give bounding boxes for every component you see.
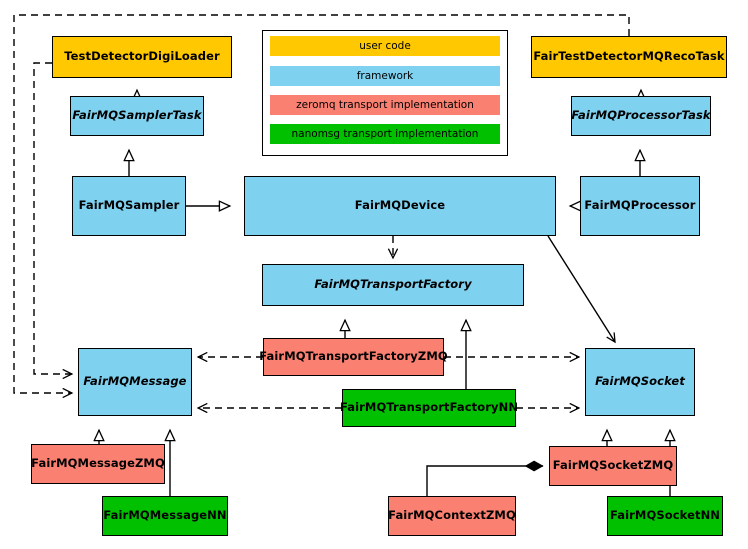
legend-label-zeromq: zeromq transport implementation [296, 99, 474, 111]
class-node-label: FairMQDevice [354, 198, 446, 213]
class-node-label: FairMQContextZMQ [388, 508, 516, 523]
class-node-TestDetectorDigiLoader[interactable]: TestDetectorDigiLoader [52, 36, 232, 78]
class-node-FairMQTransportFactoryNN[interactable]: FairMQTransportFactoryNN [339, 389, 519, 427]
class-node-label: FairMQMessageZMQ [31, 456, 165, 471]
class-node-label: FairMQTransportFactoryZMQ [259, 349, 448, 364]
legend-item-user-code: user code [270, 36, 500, 56]
class-node-label: FairMQSampler [78, 198, 180, 213]
class-node-FairMQMessageZMQ[interactable]: FairMQMessageZMQ [31, 444, 165, 484]
legend-label-user-code: user code [359, 40, 411, 52]
class-node-FairMQSocketZMQ[interactable]: FairMQSocketZMQ [549, 446, 677, 486]
class-node-label: FairMQTransportFactoryNN [339, 400, 519, 415]
legend-item-nanomsg: nanomsg transport implementation [270, 124, 500, 144]
class-node-FairMQDevice[interactable]: FairMQDevice [244, 176, 556, 236]
legend-item-framework: framework [270, 66, 500, 86]
legend-item-zeromq: zeromq transport implementation [270, 95, 500, 115]
legend-label-framework: framework [356, 70, 414, 82]
edge-digiloader-to-message [33, 62, 74, 380]
class-node-label: FairMQSocketZMQ [552, 458, 674, 473]
class-node-FairTestDetectorMQRecoTask[interactable]: FairTestDetectorMQRecoTask [531, 36, 727, 78]
class-node-FairMQMessageNN[interactable]: FairMQMessageNN [102, 496, 228, 536]
class-node-FairMQContextZMQ[interactable]: FairMQContextZMQ [388, 496, 516, 536]
class-node-label: FairMQSocket [595, 374, 685, 389]
class-node-FairMQTransportFactory[interactable]: FairMQTransportFactory [262, 264, 524, 306]
class-node-label: FairMQProcessor [584, 198, 696, 213]
class-node-label: FairMQSamplerTask [72, 108, 202, 123]
class-node-label: FairMQTransportFactory [314, 277, 472, 292]
class-node-label: FairMQMessageNN [103, 508, 227, 523]
edge-recotask-to-message [13, 14, 630, 399]
legend-label-nanomsg: nanomsg transport implementation [291, 128, 479, 140]
class-node-FairMQProcessorTask[interactable]: FairMQProcessorTask [571, 96, 711, 136]
class-node-label: FairTestDetectorMQRecoTask [533, 49, 725, 64]
class-node-label: FairMQProcessorTask [571, 108, 711, 123]
class-node-label: TestDetectorDigiLoader [64, 49, 220, 64]
class-node-FairMQSocket[interactable]: FairMQSocket [585, 348, 695, 416]
class-node-label: FairMQSocketNN [609, 508, 721, 523]
class-node-FairMQMessage[interactable]: FairMQMessage [78, 348, 192, 416]
class-node-FairMQProcessor[interactable]: FairMQProcessor [580, 176, 700, 236]
edge-socketzmq-composes-contextzmq [426, 466, 543, 496]
edge-device-to-socket [547, 235, 615, 342]
class-node-FairMQSamplerTask[interactable]: FairMQSamplerTask [70, 96, 204, 136]
class-node-FairMQTransportFactoryZMQ[interactable]: FairMQTransportFactoryZMQ [259, 338, 448, 376]
class-node-FairMQSocketNN[interactable]: FairMQSocketNN [607, 496, 723, 536]
class-node-FairMQSampler[interactable]: FairMQSampler [72, 176, 186, 236]
class-node-label: FairMQMessage [83, 374, 187, 389]
